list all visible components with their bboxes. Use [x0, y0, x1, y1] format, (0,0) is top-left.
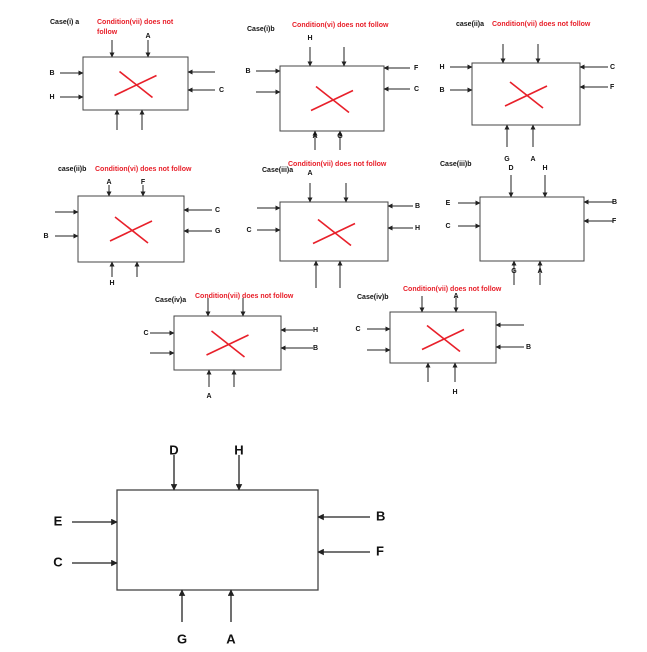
port-label-C: C — [246, 227, 251, 234]
port-label-H: H — [307, 35, 312, 42]
case-title: Case(iii)b — [440, 161, 472, 168]
port-label-A: A — [537, 268, 542, 275]
port-label-B: B — [245, 68, 250, 75]
port-label-G: G — [215, 228, 221, 235]
case-diagram-7: Case(iv)a Condition(vii) does not followA… — [143, 293, 318, 400]
port-label-G: G — [511, 268, 517, 275]
case-diagram-3: case(ii)a Condition(vii) does not followG… — [439, 21, 615, 163]
cross-mark-stroke — [421, 328, 465, 351]
block-box — [479, 196, 585, 262]
condition-note: follow — [97, 29, 118, 36]
port-label-F: F — [612, 218, 617, 225]
case-diagram-9: D H G A E C B F — [53, 442, 385, 646]
condition-note: Condition(vii) does not follow — [195, 293, 294, 300]
port-label-G: G — [177, 631, 187, 646]
port-label-C: C — [215, 207, 220, 214]
case-diagram-8: Case(iv)b Condition(vii) does not followA… — [355, 286, 531, 396]
port-label-B: B — [313, 345, 318, 352]
condition-note: Condition(vii) does not follow — [288, 161, 387, 168]
port-label-H: H — [49, 94, 54, 101]
port-label-A: A — [530, 156, 535, 163]
condition-note: Condition(vi) does not follow — [95, 166, 192, 173]
cross-mark-stroke — [504, 85, 548, 107]
port-label-H: H — [234, 442, 243, 457]
case-title: Case(i) a — [50, 19, 79, 26]
port-label-B: B — [439, 87, 444, 94]
port-label-C: C — [610, 64, 615, 71]
port-label-A: A — [106, 179, 111, 186]
port-label-C: C — [355, 326, 360, 333]
port-label-F: F — [610, 84, 615, 91]
port-label-B: B — [526, 344, 531, 351]
case-diagram-6: Case(iii)bD H G A E C B F — [440, 161, 617, 285]
port-label-C: C — [143, 330, 148, 337]
condition-note: Condition(vi) does not follow — [292, 22, 389, 29]
condition-note: Condition(vii) does not follow — [492, 21, 591, 28]
cross-mark-stroke — [109, 220, 153, 242]
port-label-H: H — [415, 225, 420, 232]
port-label-D: D — [169, 442, 178, 457]
condition-note: Condition(vii) does not — [97, 19, 174, 26]
port-label-E: E — [446, 200, 451, 207]
port-label-H: H — [542, 165, 547, 172]
port-label-B: B — [612, 199, 617, 206]
port-label-H: H — [439, 64, 444, 71]
port-label-G: G — [504, 156, 510, 163]
port-label-A: A — [145, 33, 150, 40]
port-label-A: A — [226, 631, 236, 646]
cross-mark-stroke — [312, 222, 356, 245]
condition-note: Condition(vii) does not follow — [403, 286, 502, 293]
port-label-C: C — [53, 554, 63, 569]
case-title: Case(iii)a — [262, 167, 293, 174]
port-label-C: C — [445, 223, 450, 230]
case-title: Case(iv)b — [357, 294, 389, 301]
port-label-C: C — [219, 87, 224, 94]
port-label-C: C — [414, 86, 419, 93]
cross-mark-stroke — [310, 89, 354, 112]
case-title: Case(i)b — [247, 26, 275, 33]
port-label-A: A — [453, 293, 458, 300]
port-label-F: F — [376, 543, 384, 558]
cross-mark-stroke — [114, 74, 157, 97]
cross-mark-stroke — [206, 334, 249, 356]
port-label-A: A — [307, 170, 312, 177]
port-label-A: A — [312, 133, 317, 140]
port-label-B: B — [415, 203, 420, 210]
port-label-G: G — [337, 133, 343, 140]
block-box — [116, 489, 319, 591]
port-label-F: F — [141, 179, 146, 186]
port-label-H: H — [109, 280, 114, 287]
port-label-E: E — [54, 513, 63, 528]
port-label-A: A — [206, 393, 211, 400]
port-label-B: B — [49, 70, 54, 77]
port-label-D: D — [508, 165, 513, 172]
case-title: case(ii)b — [58, 166, 86, 173]
port-label-B: B — [376, 508, 385, 523]
case-title: Case(iv)a — [155, 297, 186, 304]
case-title: case(ii)a — [456, 21, 484, 28]
port-label-F: F — [414, 65, 419, 72]
port-label-H: H — [452, 389, 457, 396]
port-label-B: B — [43, 233, 48, 240]
port-label-H: H — [313, 327, 318, 334]
